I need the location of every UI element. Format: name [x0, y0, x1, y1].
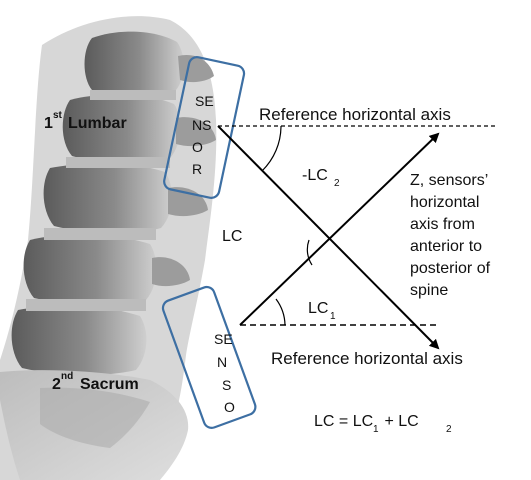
- z-axis-description: Z, sensors’ horizontal axis from anterio…: [410, 172, 491, 299]
- sensor-bottom-line-1: SE: [214, 331, 233, 347]
- sensor-bottom-line-4: O: [224, 399, 235, 415]
- neg-lc2-label-subscript: 2: [334, 178, 340, 189]
- lumbar-label-text: Lumbar: [68, 115, 127, 132]
- disc: [26, 299, 146, 311]
- angle-arc-neg-lc2: [262, 126, 281, 171]
- equation-left: LC = LC: [314, 413, 373, 430]
- z-axis-line-4: anterior to: [410, 238, 482, 255]
- sensor-bottom-line-2: N: [217, 354, 227, 370]
- angle-arc-lc: [307, 240, 312, 265]
- vertebra-l5: [12, 306, 147, 375]
- neg-lc2-label: -LC 2: [302, 167, 340, 189]
- sensor-top-line-1: SE: [195, 93, 214, 109]
- sensor-bottom-line-3: S: [222, 377, 231, 393]
- angle-arc-lc1: [276, 299, 285, 325]
- reference-axis-top-label: Reference horizontal axis: [259, 105, 451, 124]
- lc1-label: LC 1: [308, 300, 336, 322]
- neg-lc2-label-main: -LC: [302, 167, 328, 184]
- equation-sub-1: 1: [373, 424, 379, 435]
- z-axis-line-1: Z, sensors’: [410, 172, 488, 189]
- reference-axis-bottom-label: Reference horizontal axis: [271, 349, 463, 368]
- lumbar-label-prefix: 1: [44, 115, 53, 132]
- lc1-label-subscript: 1: [330, 311, 336, 322]
- vertebra-l3: [44, 163, 173, 233]
- disc: [90, 90, 176, 100]
- z-axis-line-6: spine: [410, 282, 448, 299]
- sacrum-label-text: Sacrum: [80, 376, 139, 393]
- sensor-top-line-4: R: [192, 161, 202, 177]
- z-axis-line-5: posterior of: [410, 260, 491, 277]
- lumbar-label-superscript: st: [53, 110, 63, 121]
- sensor-top-line-2: NS: [192, 117, 211, 133]
- equation: LC = LC 1 + LC 2: [314, 413, 452, 435]
- disc: [44, 228, 156, 240]
- lc1-label-main: LC: [308, 300, 328, 317]
- vertebra-l4: [24, 234, 157, 305]
- equation-mid: + LC: [380, 413, 419, 430]
- lc-label: LC: [222, 228, 242, 245]
- sacrum-label-superscript: nd: [61, 371, 73, 382]
- sensor-top-line-3: O: [192, 139, 203, 155]
- disc: [66, 157, 170, 168]
- z-axis-line-2: horizontal: [410, 194, 479, 211]
- sacrum-label-prefix: 2: [52, 376, 61, 393]
- vertebra-l1: [85, 32, 184, 96]
- z-axis-line-3: axis from: [410, 216, 475, 233]
- equation-sub-2: 2: [446, 424, 452, 435]
